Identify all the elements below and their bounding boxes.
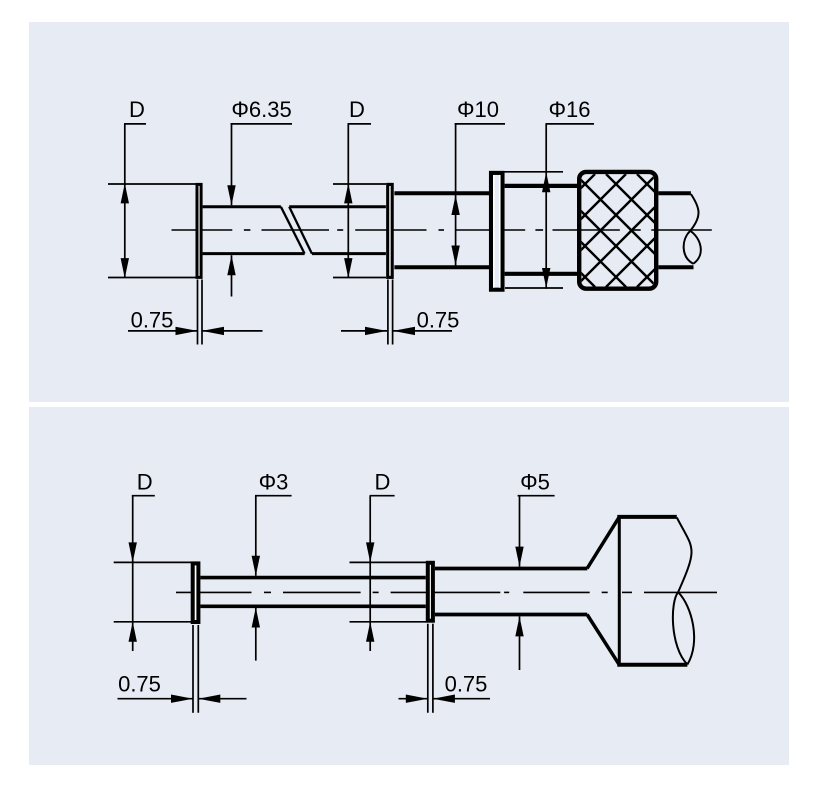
svg-text:0.75: 0.75: [118, 672, 161, 697]
svg-text:Φ6.35: Φ6.35: [231, 97, 291, 122]
svg-text:D: D: [129, 97, 145, 122]
svg-text:Φ10: Φ10: [457, 97, 499, 122]
svg-text:0.75: 0.75: [131, 307, 174, 332]
svg-text:D: D: [137, 470, 153, 495]
svg-text:Φ3: Φ3: [259, 470, 289, 495]
svg-text:0.75: 0.75: [417, 307, 460, 332]
svg-text:Φ16: Φ16: [548, 97, 590, 122]
svg-text:D: D: [374, 470, 390, 495]
svg-text:Φ5: Φ5: [520, 470, 550, 495]
svg-text:0.75: 0.75: [445, 672, 488, 697]
svg-text:D: D: [349, 97, 365, 122]
